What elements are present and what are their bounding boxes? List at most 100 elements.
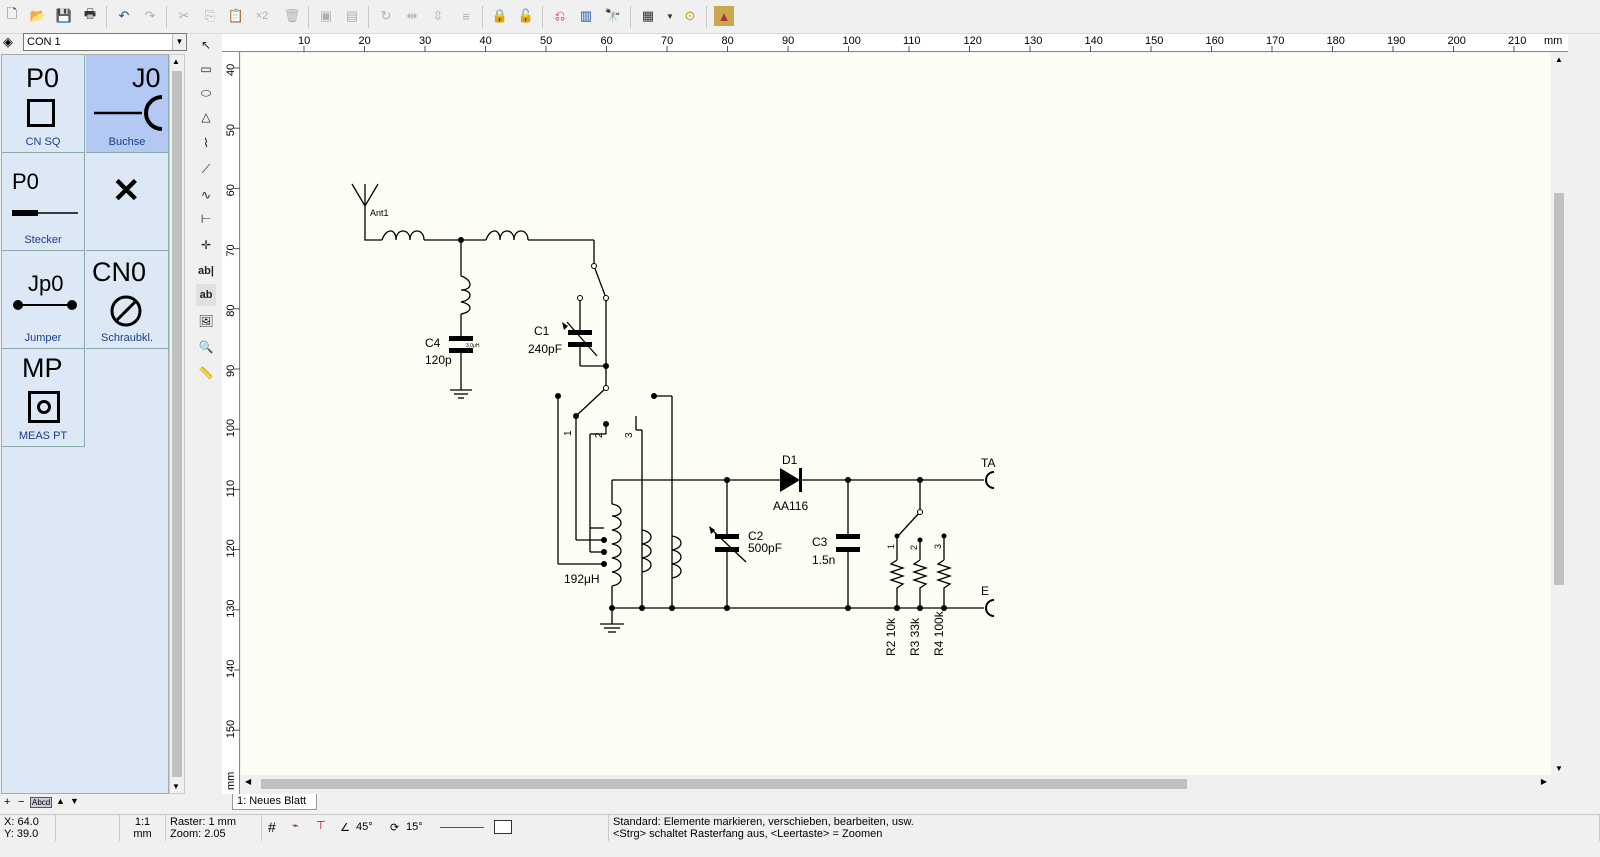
unlock-icon[interactable]: 🔓 — [517, 8, 535, 23]
add-icon[interactable]: + — [4, 796, 11, 808]
close-icon: ✕ — [112, 172, 141, 210]
align-icon[interactable]: ≡ — [462, 8, 470, 24]
chevron-down-icon[interactable]: ▼ — [172, 34, 186, 50]
drawing-canvas[interactable]: Ant1 C4 120p 3,0μH C1 240pF 1 2 3 192μH … — [241, 53, 1551, 775]
square-pad-icon — [27, 99, 55, 127]
ruler-top-label: 110 — [903, 35, 921, 47]
undo-icon[interactable]: ↶ — [118, 8, 130, 23]
angle-icon[interactable]: ∠ — [340, 822, 350, 834]
zoom-icon[interactable]: ⊙ — [684, 8, 696, 23]
polyline-icon[interactable]: ⌇ — [203, 136, 209, 150]
group-icon[interactable]: ▣ — [319, 8, 333, 23]
text-box-icon[interactable]: ab — [196, 284, 216, 306]
rotate-icon[interactable]: ⟳ — [390, 822, 400, 834]
pin-icon[interactable]: ⊤ — [316, 820, 326, 832]
junction-icon[interactable]: ✛ — [200, 238, 212, 252]
switch-pos-3: 3 — [624, 432, 635, 438]
zoom-icon[interactable]: 🔍 — [198, 340, 214, 354]
canvas-vscrollbar[interactable]: ▲ ▼ — [1551, 53, 1567, 775]
c3-value: 1.5n — [812, 553, 835, 567]
fill-style[interactable] — [494, 820, 512, 834]
chevron-down-icon[interactable]: ▼ — [666, 11, 674, 21]
zoom-value: Zoom: 2.05 — [170, 828, 226, 840]
new-file-icon[interactable]: 🗋 — [6, 6, 18, 21]
copy-icon[interactable]: ⎘ — [204, 8, 216, 23]
lock-icon[interactable]: 🔒 — [491, 8, 509, 23]
mirror-h-icon[interactable]: ⇹ — [406, 8, 418, 23]
measure-icon[interactable]: 📏 — [198, 366, 214, 380]
chevron-right-icon[interactable]: ▶ — [1540, 777, 1547, 786]
library-item-none[interactable]: ✕ — [86, 153, 169, 251]
netlist-icon[interactable]: ⎌ — [554, 8, 566, 23]
library-item-meas-pt[interactable]: MP MEAS PT — [2, 349, 85, 447]
switch-pos-1: 1 — [563, 430, 574, 436]
dimension-icon[interactable]: ⊢ — [200, 212, 212, 226]
switch2-pos-2: 2 — [909, 545, 919, 550]
cut-icon[interactable]: ✂ — [178, 8, 190, 23]
chevron-left-icon[interactable]: ◀ — [245, 777, 252, 786]
vscroll-thumb[interactable] — [1554, 193, 1564, 585]
angle2-value[interactable]: 15° — [406, 821, 423, 833]
line-icon[interactable]: ⟋ — [201, 161, 211, 176]
ruler-top-label: 170 — [1266, 35, 1284, 47]
snap-icon[interactable]: ⌁ — [292, 820, 299, 832]
duplicate-icon[interactable]: ×2 — [255, 10, 269, 22]
library-item-cn-sq[interactable]: P0 CN SQ — [2, 55, 85, 153]
line-style[interactable] — [440, 827, 484, 828]
library-scrollbar[interactable]: ▲ ▼ — [169, 54, 185, 794]
print-icon[interactable]: 🖶 — [83, 6, 97, 21]
ellipse-icon[interactable]: ⬭ — [200, 85, 212, 100]
layer-select[interactable]: CON 1 ▼ — [23, 33, 187, 51]
switch2-pos-1: 1 — [886, 544, 896, 549]
grid-icon[interactable]: ▦ — [641, 8, 655, 23]
library-item-label: Jumper — [24, 332, 62, 344]
tab-sheet-1[interactable]: 1: Neues Blatt — [232, 794, 318, 810]
rectangle-icon[interactable]: ▭ — [200, 62, 212, 76]
pointer-icon[interactable]: ↖ — [200, 38, 212, 52]
mirror-v-icon[interactable]: ⇳ — [432, 8, 444, 23]
paste-icon[interactable]: 📋 — [227, 8, 245, 23]
chevron-up-icon[interactable]: ▲ — [172, 57, 180, 66]
chevron-down-icon[interactable]: ▼ — [1555, 764, 1563, 773]
chevron-down-icon[interactable]: ▼ — [172, 782, 180, 791]
ruler-left-label: 120 — [225, 539, 237, 557]
delete-icon[interactable]: 🗑 — [283, 8, 301, 23]
grid-icon[interactable]: # — [268, 819, 276, 835]
canvas-hscrollbar[interactable]: ◀ ▶ — [241, 775, 1551, 793]
arrow-up-icon[interactable]: ▲ — [56, 796, 65, 806]
ruler-top-label: 40 — [480, 35, 492, 47]
ruler-left-label: 90 — [225, 365, 237, 377]
ruler-top-label: 10 — [298, 35, 310, 47]
library-scroll-thumb[interactable] — [172, 71, 182, 777]
rename-icon[interactable]: Abcd — [30, 797, 53, 808]
library-item-schraubkl[interactable]: CN0 Schraubkl. — [86, 251, 169, 349]
screenshot-icon[interactable]: ▲ — [714, 6, 734, 26]
raster-value: Raster: 1 mm — [170, 816, 237, 828]
text-icon[interactable]: ab| — [198, 265, 214, 277]
angle1-value[interactable]: 45° — [356, 821, 373, 833]
ruler-top-label: 140 — [1085, 35, 1103, 47]
arrow-down-icon[interactable]: ▼ — [70, 796, 79, 806]
search-icon[interactable]: 🔭 — [604, 8, 622, 23]
ungroup-icon[interactable]: ▤ — [345, 8, 359, 23]
open-folder-icon[interactable]: 📂 — [29, 8, 47, 23]
rotate-icon[interactable]: ↻ — [380, 8, 392, 23]
properties-icon[interactable]: ▥ — [579, 8, 593, 23]
library-item-jumper[interactable]: Jp0 Jumper — [2, 251, 85, 349]
ruler-top-label: 200 — [1448, 35, 1466, 47]
ruler-top-label: 130 — [1024, 35, 1042, 47]
bezier-icon[interactable]: ∿ — [200, 188, 212, 202]
plug-icon — [12, 210, 78, 216]
chevron-up-icon[interactable]: ▲ — [1555, 55, 1563, 64]
remove-icon[interactable]: − — [18, 796, 25, 808]
polygon-icon[interactable]: △ — [201, 110, 211, 124]
ruler-left-label: 40 — [225, 64, 237, 76]
hscroll-thumb[interactable] — [261, 779, 1187, 789]
switch-pos-2: 2 — [594, 432, 605, 438]
save-icon[interactable]: 💾 — [55, 8, 73, 23]
coil-value: 192μH — [564, 572, 600, 586]
library-item-buchse[interactable]: J0 Buchse — [86, 55, 169, 153]
redo-icon[interactable]: ↷ — [144, 8, 156, 23]
image-icon[interactable]: 🖼 — [198, 314, 214, 328]
library-item-stecker[interactable]: P0 Stecker — [2, 153, 85, 251]
